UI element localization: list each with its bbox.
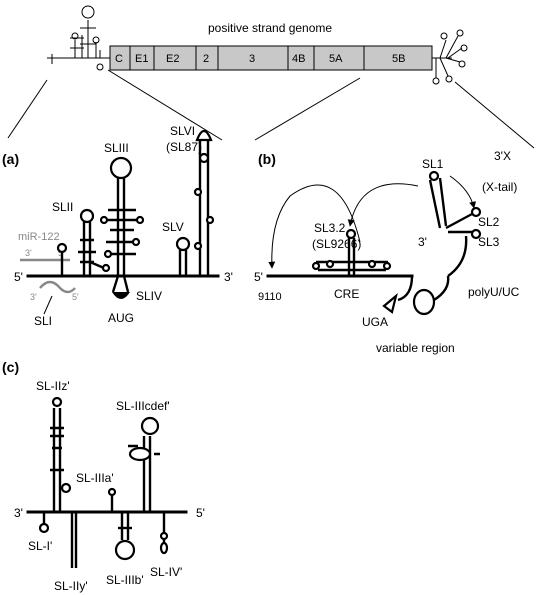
panel-b-sl32-alt: (SL9266) xyxy=(312,237,361,251)
genome-label-3: 3 xyxy=(249,53,255,65)
panel-a-sl5-label: SLV xyxy=(162,220,184,234)
genome-3utr-structure xyxy=(432,29,468,85)
genome-label-c: C xyxy=(115,53,123,65)
genome-label-5b: 5B xyxy=(392,53,405,65)
panel-a-sl1: SLI xyxy=(34,242,68,328)
panel-a-3prime: 3' xyxy=(224,270,233,284)
mir-122-binding: miR-122 3' 5' 3' 5' xyxy=(18,231,79,302)
panel-b-variable-label: variable region xyxy=(376,341,455,355)
genome-label-e1: E1 xyxy=(135,53,148,65)
panel-c-sl-iiia: SL-IIIa' xyxy=(76,471,117,512)
panel-c-sl-iv: SL-IV' xyxy=(150,512,182,579)
panel-b-polyu-label: polyU/UC xyxy=(468,285,520,299)
panel-b-3x: SL1 SL2 SL3 3' xyxy=(418,157,500,249)
panel-c-sl-iiy: SL-IIy' xyxy=(54,512,88,593)
genome-label-e2: E2 xyxy=(166,53,179,65)
panel-c-sl-iiia-label: SL-IIIa' xyxy=(76,471,114,485)
mir-3prime-a: 3' xyxy=(25,248,32,258)
panel-a-sl3-label: SLIII xyxy=(104,141,129,155)
panel-b-arrow-sl2-sl32 xyxy=(347,183,419,227)
panel-b-polyu xyxy=(447,235,468,277)
genome-segment-5b xyxy=(363,45,433,71)
panel-c-label: (c) xyxy=(2,359,19,375)
panel-c-sl-iiy-label: SL-IIy' xyxy=(54,579,88,593)
panel-a-label: (a) xyxy=(2,151,19,167)
panel-c-sl-iiicdef-label: SL-IIIcdef' xyxy=(116,399,170,413)
panel-a-sl6-alt: (SL87) xyxy=(166,140,202,154)
panel-b-3prime: 3' xyxy=(418,235,427,249)
genome-label-2: 2 xyxy=(203,53,209,65)
zoom-line-a-right xyxy=(107,69,223,141)
panel-c-sl-i-label: SL-I' xyxy=(28,539,52,553)
genome-segment-4b xyxy=(287,45,315,71)
genome-label-4b: 4B xyxy=(292,53,305,65)
genome-map: positive strand genome C E1 E2 2 3 4B 5A… xyxy=(7,5,535,149)
mir-5prime-b: 5' xyxy=(72,292,79,302)
panel-b-uga-label: UGA xyxy=(362,315,388,329)
panel-a-sl4-label: SLIV xyxy=(136,289,162,303)
panel-b-5prime: 5' xyxy=(254,270,263,284)
mir-3prime-b: 3' xyxy=(30,292,37,302)
panel-a-5prime: 5' xyxy=(14,270,23,284)
panel-a-sl4: SLIV AUG xyxy=(108,275,162,325)
genome-title: positive strand genome xyxy=(208,21,332,35)
panel-b-sl32-label: SL3.2 xyxy=(314,221,346,235)
panel-c-sl-iiicdef: SL-IIIcdef' xyxy=(116,399,170,512)
mir-122-label: miR-122 xyxy=(18,231,60,243)
panel-c-5prime: 5' xyxy=(196,506,205,520)
panel-a-sl3: SLIII xyxy=(99,141,145,276)
panel-a: (a) 5' 3' miR-122 3' 5' 3' 5' SLI xyxy=(2,124,233,328)
panel-c: (c) 3' 5' SL-IIz' SL-IIIcdef' SL-IIIa' xyxy=(2,359,205,593)
panel-a-aug-label: AUG xyxy=(108,311,134,325)
panel-b-sl2-label: SL2 xyxy=(478,215,500,229)
panel-c-sl-iv-label: SL-IV' xyxy=(150,565,182,579)
panel-c-sl-iiib-label: SL-IIIb' xyxy=(106,573,144,587)
panel-a-sl2-label: SLII xyxy=(52,200,73,214)
panel-a-sl6: SLVI (SL87) xyxy=(166,124,215,276)
genome-segment-5a xyxy=(313,45,365,71)
panel-b-sl3-label: SL3 xyxy=(478,235,500,249)
panel-c-sl-iiz-label: SL-IIz' xyxy=(36,379,70,393)
panel-b-arrow-sl1-sl2 xyxy=(449,175,477,209)
panel-b-cre-label: CRE xyxy=(334,287,359,301)
panel-c-sl-iiib: SL-IIIb' xyxy=(106,512,144,587)
panel-a-sl1-label: SLI xyxy=(34,314,52,328)
panel-b-xtail-alt: (X-tail) xyxy=(482,180,517,194)
panel-b-label: (b) xyxy=(258,151,276,167)
genome-segment-e2 xyxy=(153,45,197,71)
zoom-line-b-right xyxy=(454,81,535,149)
panel-a-sl5: SLV xyxy=(162,220,191,276)
panel-a-sl2: SLII xyxy=(52,200,111,276)
panel-b-xtail-label: 3'X xyxy=(494,149,511,163)
panel-b: (b) 3'X (X-tail) 5' 9110 SL3.2 (SL9266) … xyxy=(254,149,520,355)
panel-a-sl6-label: SLVI xyxy=(170,124,195,138)
panel-c-3prime: 3' xyxy=(14,506,23,520)
panel-b-variable-region: UGA variable region xyxy=(362,275,455,355)
zoom-line-a-left xyxy=(7,79,48,139)
genome-5utr-structure xyxy=(70,5,104,71)
panel-c-sl-i: SL-I' xyxy=(28,512,52,553)
panel-b-sl1-label: SL1 xyxy=(422,157,444,171)
panel-b-arrow-sl32-9110 xyxy=(268,184,361,269)
panel-c-sl-iiz: SL-IIz' xyxy=(36,379,72,512)
genome-label-5a: 5A xyxy=(329,53,343,65)
panel-b-cre: SL3.2 (SL9266) CRE xyxy=(311,221,392,301)
panel-b-pos-9110: 9110 xyxy=(258,291,282,303)
zoom-line-b-left xyxy=(254,77,361,141)
